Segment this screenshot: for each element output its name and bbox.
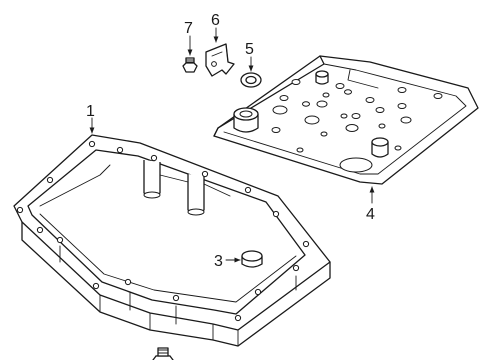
seal-ring xyxy=(240,72,262,88)
callout-4: 4 xyxy=(366,206,375,223)
callout-5: 5 xyxy=(245,41,254,58)
drain-plug xyxy=(152,347,174,360)
callout-7: 7 xyxy=(184,20,193,37)
leader-lines xyxy=(89,27,375,263)
callout-1: 1 xyxy=(86,103,95,120)
oil-pan xyxy=(13,134,331,347)
filter xyxy=(213,55,479,185)
callout-6: 6 xyxy=(211,12,220,29)
bolt xyxy=(182,57,198,73)
magnet xyxy=(241,250,263,268)
bracket xyxy=(205,43,235,77)
callout-3: 3 xyxy=(214,253,223,270)
